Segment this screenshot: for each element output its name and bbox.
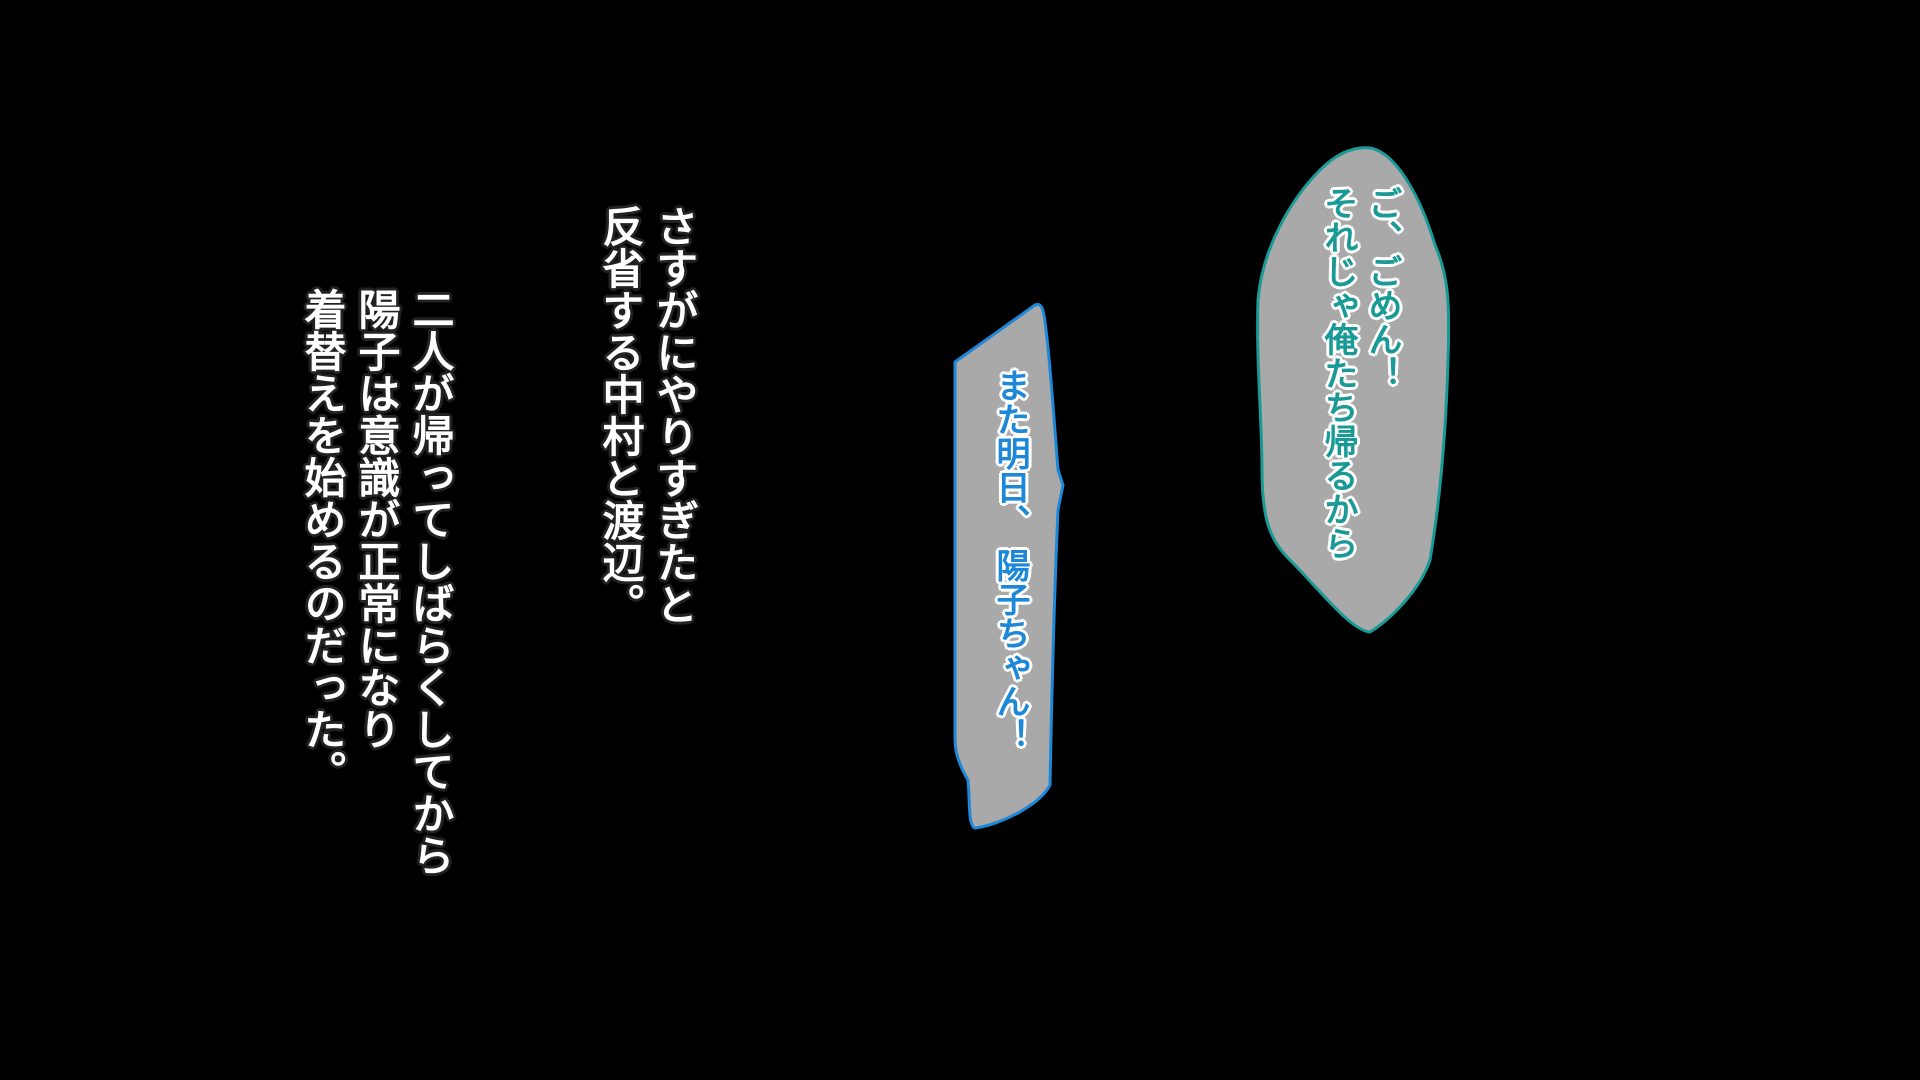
narration-column-3: 二人が帰ってしばらくしてから (406, 288, 455, 876)
speech-right-line-2: それじゃ俺たち帰るから (1318, 186, 1358, 560)
narration-column-5: 着替えを始めるのだった。 (298, 288, 347, 792)
speech-left-line-1: また明日、 (990, 368, 1030, 538)
speech-right-line-1: ご、ごめん！ (1362, 186, 1402, 390)
narration-column-4: 陽子は意識が正常になり (352, 288, 401, 750)
speech-left-line-2: 陽子ちゃん！ (990, 548, 1030, 752)
narration-column-2: 反省する中村と渡辺。 (596, 205, 645, 625)
narration-column-1: さすがにやりすぎたと (650, 205, 699, 625)
speech-bubble-left-shape (953, 302, 1065, 830)
speech-bubble-right-shape (1256, 146, 1451, 634)
